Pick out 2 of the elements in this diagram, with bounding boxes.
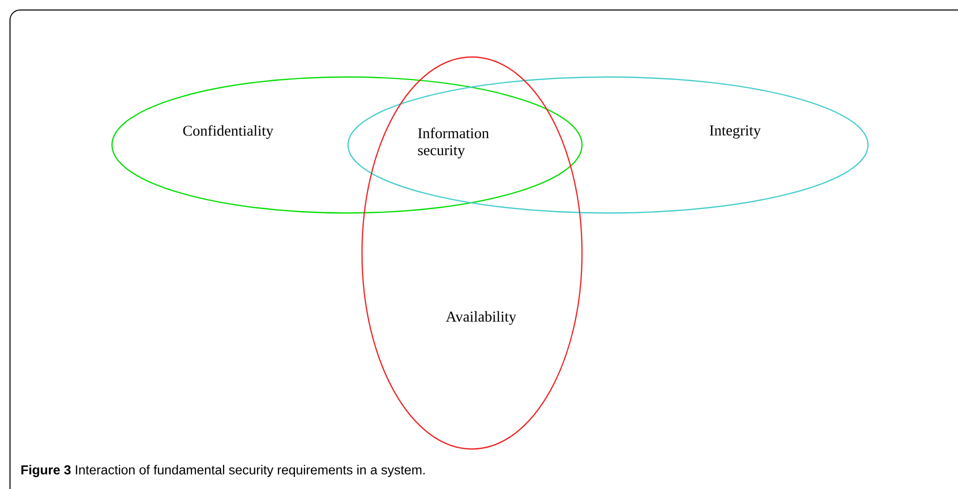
overlap-label: Information security: [418, 128, 489, 158]
figure-caption: Figure 3 Interaction of fundamental security requirements in a system.: [21, 464, 425, 478]
